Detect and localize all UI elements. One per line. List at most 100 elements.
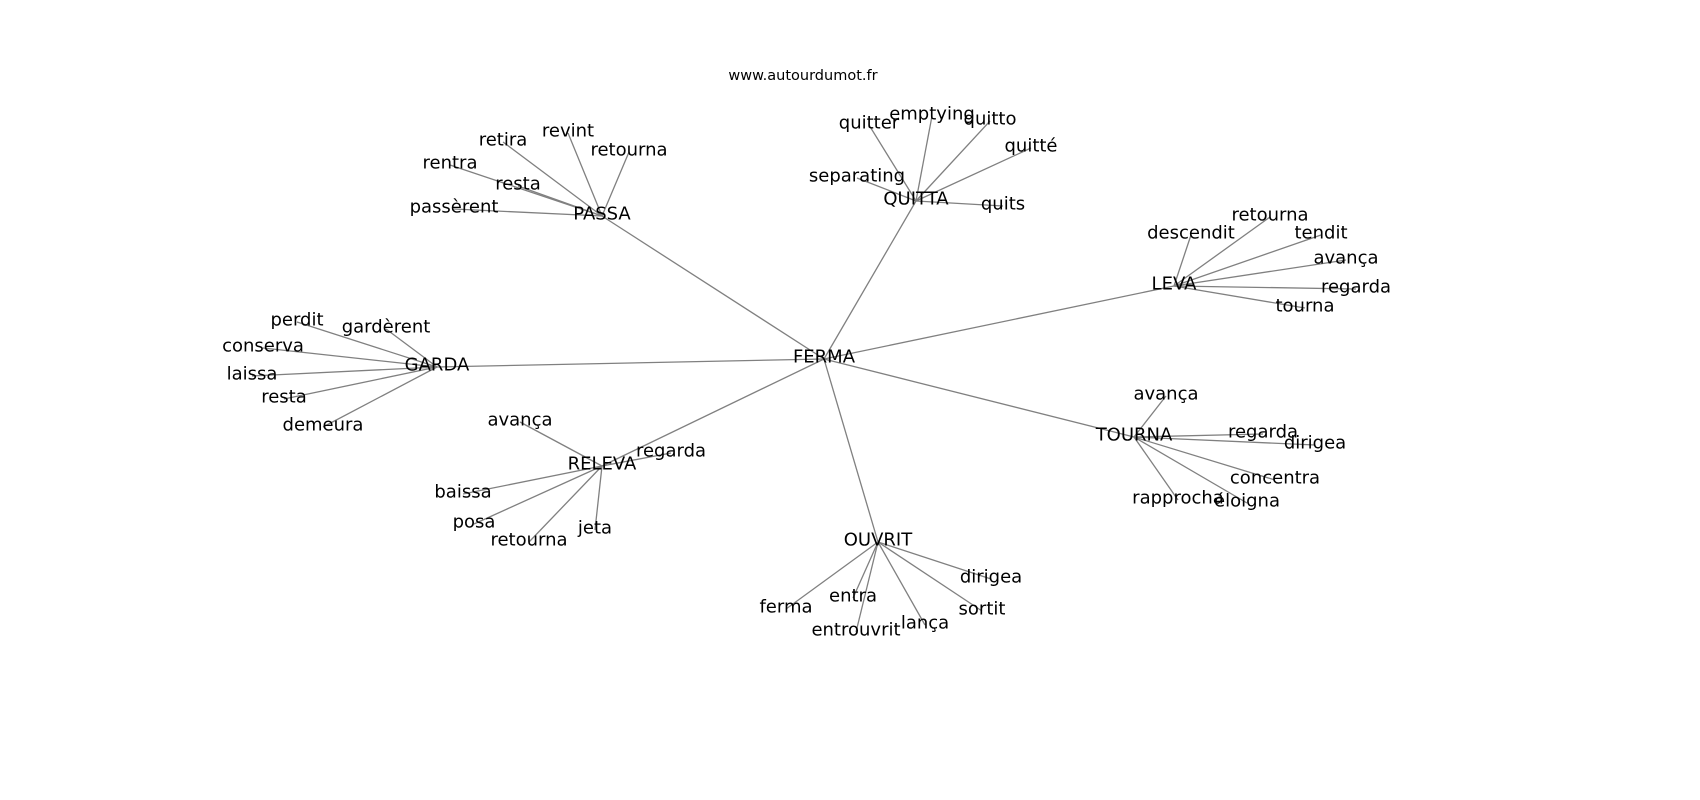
leaf-node-label[interactable]: perdit — [270, 310, 323, 331]
leaf-node-label[interactable]: retourna — [490, 530, 567, 551]
edge-center-to-hub — [436, 358, 825, 368]
leaf-node-label[interactable]: revint — [542, 121, 594, 142]
edge-hub-to-leaf — [1173, 285, 1306, 309]
edge-hub-to-leaf — [322, 366, 438, 428]
hub-node-label[interactable]: GARDA — [405, 355, 470, 376]
leaf-node-label[interactable]: concentra — [1230, 468, 1320, 489]
edge-hub-to-leaf — [528, 465, 603, 543]
edge-hub-to-leaf — [601, 151, 630, 217]
edge-hub-to-leaf — [1133, 436, 1316, 446]
edge-center-to-hub — [601, 358, 825, 467]
leaf-node-label[interactable]: dirigea — [960, 567, 1022, 588]
leaf-node-label[interactable]: retourna — [1231, 205, 1308, 226]
edge-hub-to-leaf — [462, 465, 603, 495]
leaf-node-label[interactable]: regarda — [636, 441, 706, 462]
edge-hub-to-leaf — [1133, 395, 1167, 438]
edge-hub-to-leaf — [1173, 285, 1357, 290]
leaf-node-label[interactable]: avança — [1313, 248, 1378, 269]
edge-center-to-hub — [823, 358, 1135, 438]
leaf-node-label[interactable]: sortit — [959, 599, 1006, 620]
leaf-node-label[interactable]: regarda — [1321, 277, 1391, 298]
leaf-node-label[interactable]: jeta — [577, 518, 612, 539]
edge-hub-to-leaf — [855, 541, 879, 633]
edge-hub-to-leaf — [385, 328, 438, 368]
edge-hub-to-leaf — [1133, 433, 1264, 438]
edge-hub-to-leaf — [517, 185, 603, 217]
leaf-node-label[interactable]: descendit — [1147, 223, 1235, 244]
leaf-node-label[interactable]: resta — [261, 387, 307, 408]
leaf-node-label[interactable]: quitter — [839, 113, 900, 134]
edge-hub-to-leaf — [877, 541, 992, 580]
leaf-node-label[interactable]: avança — [1133, 384, 1198, 405]
leaf-node-label[interactable]: ferma — [759, 597, 812, 618]
edge-hub-to-leaf — [868, 124, 917, 202]
leaf-node-label[interactable]: avança — [487, 410, 552, 431]
edge-hub-to-leaf — [1133, 436, 1276, 481]
leaf-node-label[interactable]: quits — [981, 194, 1025, 215]
leaf-node-label[interactable]: entra — [829, 586, 877, 607]
edge-hub-to-leaf — [453, 208, 603, 217]
leaf-node-label[interactable]: éloigna — [1214, 491, 1280, 512]
edge-hub-to-leaf — [785, 541, 879, 610]
hub-node-label[interactable]: QUITTA — [883, 189, 949, 210]
edge-hub-to-leaf — [1133, 436, 1179, 501]
edge-hub-to-leaf — [296, 321, 438, 368]
edge-hub-to-leaf — [473, 465, 603, 525]
leaf-node-label[interactable]: passèrent — [410, 197, 499, 218]
edge-hub-to-leaf — [502, 141, 603, 217]
edge-center-to-hub — [823, 200, 917, 360]
edge-hub-to-leaf — [915, 115, 933, 202]
leaf-node-label[interactable]: quitté — [1004, 136, 1057, 157]
leaf-node-label[interactable]: posa — [453, 512, 496, 533]
edge-hub-to-leaf — [1173, 234, 1192, 287]
leaf-node-label[interactable]: quitto — [964, 109, 1017, 130]
leaf-node-label[interactable]: lança — [901, 613, 949, 634]
edge-hub-to-leaf — [519, 421, 603, 467]
leaf-node-label[interactable]: resta — [495, 174, 541, 195]
edge-hub-to-leaf — [251, 366, 438, 377]
hub-node-label[interactable]: OUVRIT — [844, 530, 913, 551]
edge-hub-to-leaf — [1173, 259, 1347, 287]
edge-hub-to-leaf — [877, 541, 926, 626]
edge-hub-to-leaf — [567, 132, 603, 217]
leaf-node-label[interactable]: separating — [809, 166, 905, 187]
leaf-node-label[interactable]: regarda — [1228, 422, 1298, 443]
edge-center-to-hub — [601, 215, 825, 360]
center-node-label[interactable]: FERMA — [793, 347, 856, 368]
leaf-node-label[interactable]: emptying — [889, 104, 975, 125]
edge-hub-to-leaf — [915, 120, 991, 202]
edge-center-to-hub — [823, 285, 1175, 360]
edge-hub-to-leaf — [283, 366, 438, 400]
edges — [251, 115, 1357, 633]
leaf-node-label[interactable]: demeura — [283, 415, 364, 436]
hub-node-label[interactable]: PASSA — [573, 204, 631, 225]
edge-hub-to-leaf — [594, 465, 603, 531]
leaf-node-label[interactable]: gardèrent — [342, 317, 431, 338]
edge-hub-to-leaf — [877, 541, 983, 612]
leaf-node-label[interactable]: laissa — [227, 364, 278, 385]
leaf-node-label[interactable]: rentra — [423, 153, 478, 174]
leaf-node-label[interactable]: retira — [479, 130, 528, 151]
hub-node-label[interactable]: RELEVA — [568, 454, 637, 475]
edge-hub-to-leaf — [915, 147, 1032, 202]
edge-hub-to-leaf — [915, 200, 1004, 207]
edge-hub-to-leaf — [262, 347, 438, 368]
leaf-node-label[interactable]: dirigea — [1284, 433, 1346, 454]
leaf-node-label[interactable]: conserva — [222, 336, 304, 357]
hub-node-label[interactable]: TOURNA — [1095, 425, 1173, 446]
leaf-node-label[interactable]: tourna — [1275, 296, 1334, 317]
leaf-node-label[interactable]: entrouvrit — [811, 620, 900, 641]
leaf-node-label[interactable]: tendit — [1294, 223, 1347, 244]
edge-hub-to-leaf — [1173, 234, 1322, 287]
edge-hub-to-leaf — [856, 177, 917, 202]
leaf-node-label[interactable]: retourna — [590, 140, 667, 161]
hub-node-label[interactable]: LEVA — [1152, 274, 1198, 295]
edge-center-to-hub — [823, 358, 879, 543]
edge-hub-to-leaf — [852, 541, 879, 599]
edge-hub-to-leaf — [601, 452, 672, 467]
site-title: www.autourdumot.fr — [728, 68, 877, 84]
leaf-node-label[interactable]: baissa — [434, 482, 491, 503]
leaf-node-label[interactable]: rapprocha — [1132, 488, 1224, 509]
